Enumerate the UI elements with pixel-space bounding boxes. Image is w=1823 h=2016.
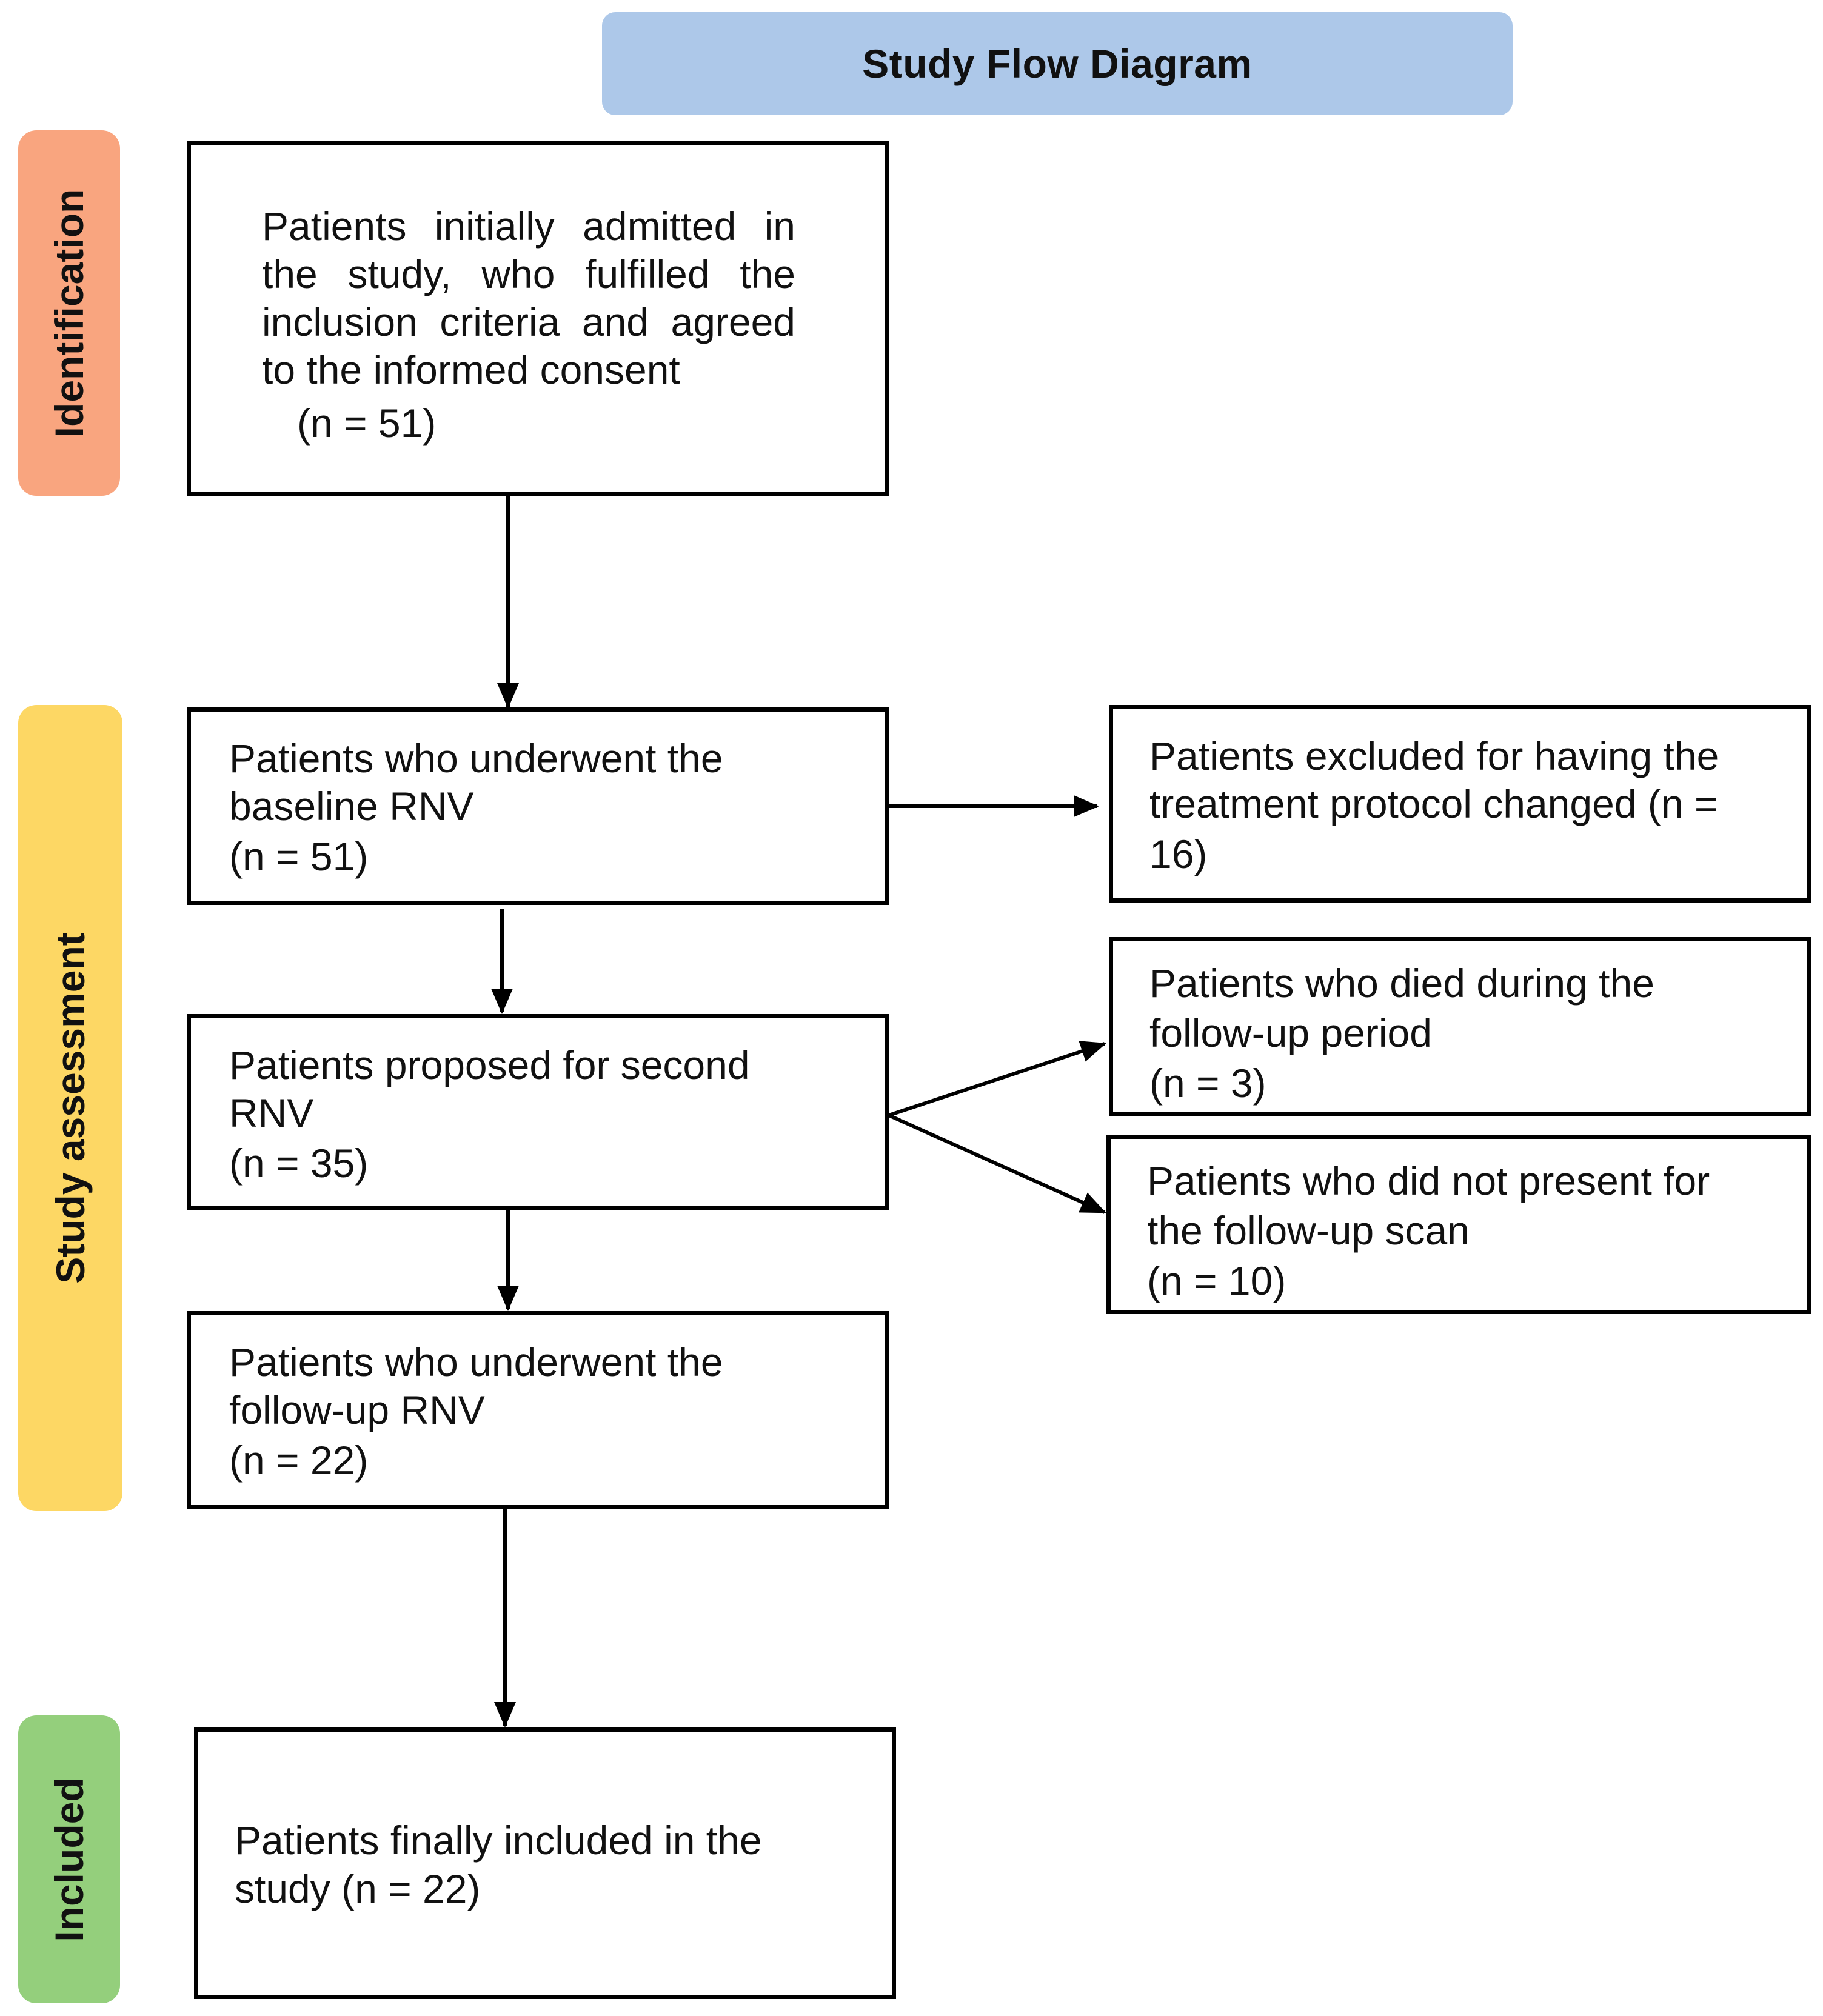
not-present-line1: Patients who did not present for	[1147, 1158, 1710, 1203]
proposed-line2: RNV	[229, 1090, 314, 1135]
died-count: (n = 3)	[1149, 1061, 1266, 1106]
not-present-count: (n = 10)	[1147, 1258, 1286, 1303]
box-follow-up-rnv: Patients who underwent the follow-up RNV…	[187, 1311, 889, 1509]
proposed-count: (n = 35)	[229, 1141, 369, 1186]
box-proposed-second-rnv: Patients proposed for second RNV (n = 35…	[187, 1014, 889, 1210]
box-excluded: Patients excluded for having the treatme…	[1109, 705, 1811, 903]
not-present-line2: the follow-up scan	[1147, 1208, 1470, 1253]
diagram-title: Study Flow Diagram	[602, 12, 1513, 115]
baseline-line2: baseline RNV	[229, 784, 474, 829]
followup-line1: Patients who underwent the	[229, 1340, 723, 1384]
died-line2: follow-up period	[1149, 1010, 1432, 1055]
initial-admission-text: Patients initially admitted in the study…	[262, 204, 807, 392]
box-died-follow-up: Patients who died during the follow-up p…	[1109, 937, 1811, 1116]
baseline-count: (n = 51)	[229, 834, 369, 879]
excluded-line1: Patients excluded for having the	[1149, 733, 1719, 778]
died-line1: Patients who died during the	[1149, 961, 1654, 1006]
box-finally-included: Patients finally included in the study (…	[194, 1727, 896, 1999]
proposed-line1: Patients proposed for second	[229, 1043, 750, 1087]
box-baseline-rnv: Patients who underwent the baseline RNV …	[187, 707, 889, 905]
excluded-line2: treatment protocol changed (n =	[1149, 781, 1718, 826]
excluded-line3: 16)	[1149, 832, 1208, 876]
phase-study-assessment: Study assessment	[18, 705, 122, 1511]
followup-count: (n = 22)	[229, 1438, 369, 1483]
followup-line2: follow-up RNV	[229, 1387, 485, 1432]
box-initial-admission: Patients initially admitted in the study…	[187, 141, 889, 496]
box-not-present: Patients who did not present for the fol…	[1106, 1135, 1811, 1314]
initial-admission-count: (n = 51)	[297, 401, 437, 446]
arrow-proposed-to-died	[888, 1041, 1106, 1117]
final-line2: study (n = 22)	[235, 1866, 481, 1911]
phase-included: Included	[18, 1715, 120, 2003]
final-line1: Patients finally included in the	[235, 1818, 762, 1863]
arrow-proposed-to-not-present	[888, 1113, 1106, 1214]
baseline-line1: Patients who underwent the	[229, 736, 723, 781]
phase-identification: Identification	[18, 130, 120, 496]
